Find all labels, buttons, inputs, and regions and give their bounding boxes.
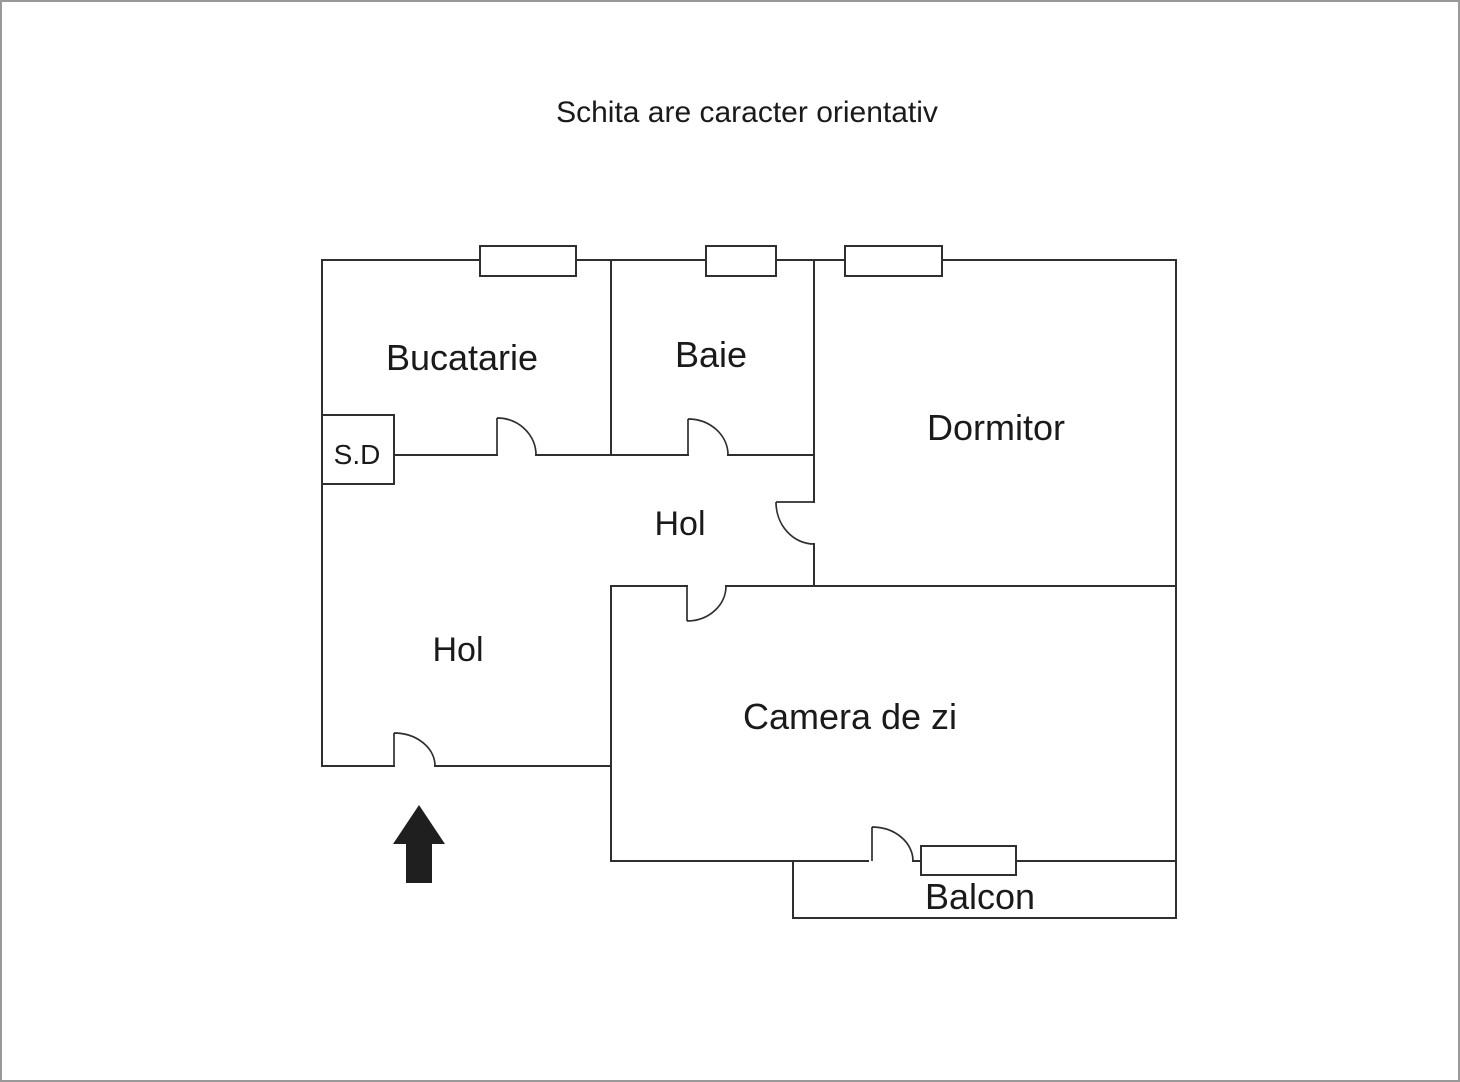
room-label-debara: S.D [334,439,381,470]
debara-box [321,414,395,485]
room-label-baie: Baie [675,334,747,375]
room-label-dormitor: Dormitor [927,407,1065,448]
door-baie [687,418,729,456]
room-label-camera-de-zi: Camera de zi [743,696,957,737]
window-balcon [920,845,1017,876]
entrance-arrow-icon [393,805,445,883]
door-balcon [871,826,914,862]
page-title: Schita are caracter orientativ [556,96,938,129]
door-entry [393,732,436,767]
room-label-hol-upper: Hol [654,505,705,543]
door-bucatarie [496,417,537,456]
window-bucatarie [479,245,577,277]
window-dormitor [844,245,943,277]
door-camera-de-zi [686,585,727,622]
door-dormitor [775,501,815,545]
room-label-balcon: Balcon [925,876,1035,917]
window-baie [705,245,777,277]
room-label-bucatarie: Bucatarie [386,337,538,378]
room-label-hol-lower: Hol [432,631,483,669]
